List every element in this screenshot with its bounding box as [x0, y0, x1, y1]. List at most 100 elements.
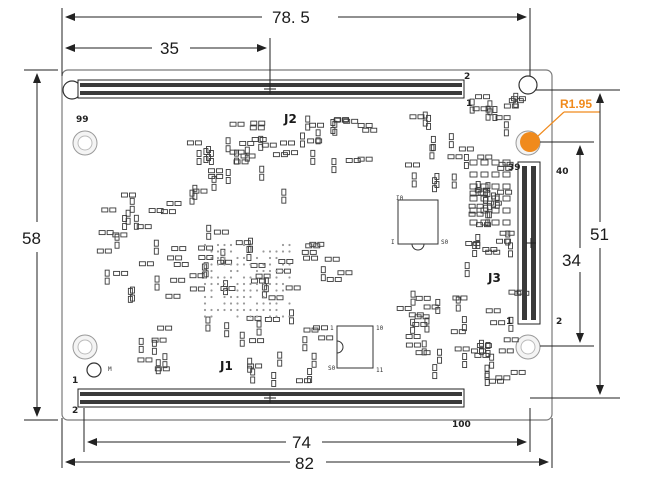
smd-pad	[101, 207, 109, 213]
ic-u2-label-b: 11	[376, 367, 384, 374]
bga-ball	[255, 269, 259, 273]
smd-pad	[315, 129, 321, 137]
smd-pad	[189, 273, 197, 279]
smd-pad	[491, 207, 500, 214]
pcb-components	[96, 92, 530, 387]
bga-ball	[255, 315, 259, 318]
j2-ref-label: J2	[283, 112, 297, 126]
smd-pad	[174, 201, 182, 206]
smd-pad	[244, 146, 250, 154]
smd-pad	[168, 209, 176, 215]
smd-pad	[470, 348, 478, 354]
smd-pad	[506, 348, 514, 354]
bga-ball	[249, 263, 252, 266]
highlight-radius-label: R1.95	[560, 97, 592, 111]
smd-pad	[310, 157, 316, 165]
bga-ball	[262, 308, 265, 312]
smd-pad	[104, 269, 110, 277]
smd-pad	[469, 183, 478, 190]
smd-pad	[472, 250, 478, 258]
smd-pad	[345, 158, 353, 163]
smd-pad	[225, 145, 231, 153]
smd-pad	[208, 150, 214, 157]
smd-pad	[128, 192, 136, 198]
bga-ball	[236, 308, 239, 312]
bga-ball	[223, 243, 226, 247]
bga-ball	[255, 263, 259, 266]
ic-u1-outline	[397, 199, 439, 251]
smd-pad	[462, 361, 468, 368]
smd-pad	[129, 197, 135, 205]
smd-pad	[432, 364, 438, 372]
bga-ball	[281, 289, 285, 292]
bga-ball	[249, 315, 252, 318]
bga-ball	[288, 250, 291, 253]
smd-pad	[496, 238, 503, 244]
smd-pad	[480, 159, 489, 166]
smd-pad	[469, 219, 478, 226]
smd-pad	[121, 270, 129, 276]
highlight-hole-marker	[520, 132, 540, 152]
smd-pad	[413, 342, 421, 348]
bga-ball	[223, 308, 226, 312]
ic-u1-label-c: S0	[441, 239, 449, 246]
bga-ball	[268, 256, 272, 260]
smd-pad	[155, 359, 161, 367]
smd-pad	[153, 247, 159, 255]
smd-pad	[458, 146, 466, 152]
smd-pad	[454, 346, 462, 352]
smd-pad	[421, 340, 427, 348]
bga-ball	[268, 302, 272, 305]
smd-pad	[250, 368, 256, 376]
smd-pad	[133, 214, 139, 222]
smd-pad	[476, 203, 484, 209]
smd-pad	[213, 229, 221, 235]
bga-ball	[229, 243, 233, 247]
bga-ball	[242, 282, 246, 286]
smd-pad	[256, 320, 262, 328]
smd-pad	[497, 189, 505, 195]
smd-pad	[365, 156, 373, 162]
bga-ball	[281, 250, 285, 253]
smd-pad	[179, 246, 187, 252]
bga-ball	[236, 269, 239, 273]
smd-pad	[437, 348, 443, 356]
smd-pad	[305, 115, 311, 123]
smd-pad	[198, 245, 206, 251]
smd-pad	[320, 274, 326, 282]
smd-pad	[216, 168, 223, 174]
smd-pad	[464, 262, 470, 270]
smd-pad	[405, 334, 413, 339]
bga-ball	[216, 250, 220, 253]
smd-pad	[420, 321, 428, 327]
smd-pad	[151, 339, 157, 347]
smd-pad	[516, 289, 524, 295]
smd-pad	[510, 96, 518, 102]
smd-pad	[165, 293, 173, 299]
smd-pad	[508, 324, 514, 332]
smd-pad	[480, 183, 489, 190]
smd-pad	[205, 316, 211, 324]
smd-pad	[343, 118, 351, 124]
smd-pad	[225, 137, 231, 145]
smd-pad	[154, 283, 160, 291]
smd-pad	[211, 175, 217, 183]
bga-ball	[229, 276, 233, 279]
smd-pad	[510, 369, 518, 375]
smd-pad	[122, 215, 128, 222]
smd-pad	[167, 255, 175, 261]
bga-ball	[223, 276, 226, 279]
smd-pad	[326, 276, 334, 282]
smd-pad	[351, 118, 359, 124]
smd-pad	[469, 207, 478, 214]
smd-pad	[451, 181, 457, 189]
smd-pad	[221, 229, 229, 235]
smd-pad	[429, 152, 435, 160]
smd-pad	[206, 255, 214, 260]
smd-pad	[309, 122, 317, 128]
smd-pad	[480, 219, 489, 226]
smd-pad	[450, 329, 458, 335]
smd-pad	[258, 143, 264, 151]
smd-pad	[475, 189, 481, 196]
smd-pad	[114, 241, 120, 249]
